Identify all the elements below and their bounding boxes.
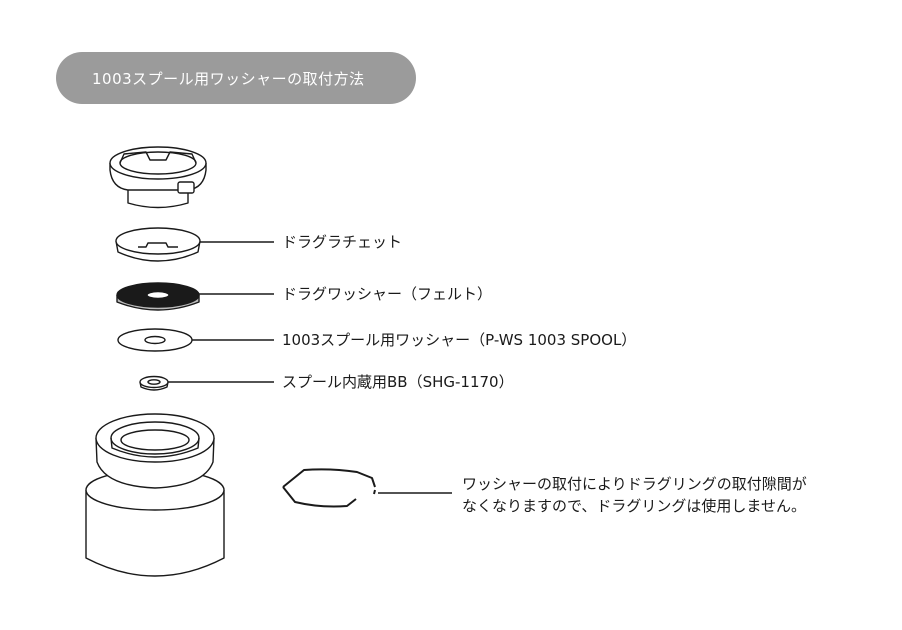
note-line-2: なくなりますので、ドラグリングは使用しません。	[462, 497, 806, 515]
label-spool-washer: 1003スプール用ワッシャー（P-WS 1003 SPOOL）	[282, 331, 637, 349]
label-drag-washer-felt: ドラグワッシャー（フェルト）	[282, 285, 493, 303]
felt-washer-part	[116, 282, 200, 311]
page-title: 1003スプール用ワッシャーの取付方法	[92, 69, 365, 88]
leader-lines	[168, 241, 452, 494]
drag-ring-note: ワッシャーの取付によりドラグリングの取付隙間が なくなりますので、ドラグリングは…	[462, 473, 807, 517]
spool-washer-part	[117, 328, 193, 352]
label-spool-bearing: スプール内蔵用BB（SHG-1170）	[282, 373, 514, 391]
title-pill: 1003スプール用ワッシャーの取付方法	[56, 52, 416, 104]
spool-body-part	[85, 413, 225, 577]
drag-ratchet-part	[115, 227, 201, 262]
ball-bearing-part	[139, 375, 169, 391]
drag-knob-cap	[109, 146, 207, 209]
note-line-1: ワッシャーの取付によりドラグリングの取付隙間が	[462, 475, 807, 493]
label-drag-ratchet: ドラグラチェット	[282, 233, 403, 251]
drag-ring-part	[282, 468, 376, 508]
